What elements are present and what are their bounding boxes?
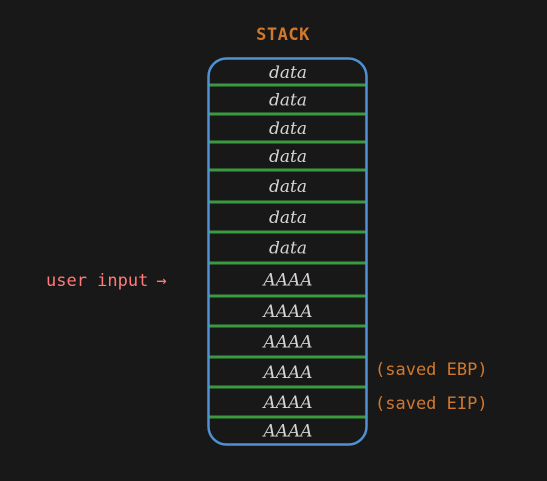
stack-title: STACK	[256, 25, 310, 45]
stack-cell: data	[269, 147, 307, 167]
user-input-text: user input	[46, 271, 149, 291]
stack-cell: AAAA	[261, 302, 312, 322]
saved-ebp-label: (saved EBP)	[375, 360, 488, 380]
stack-cell: data	[269, 177, 307, 197]
stack-cell: AAAA	[261, 333, 312, 353]
arrow-right-icon: →	[156, 271, 167, 291]
separator-lines	[209, 83, 366, 419]
saved-eip-label: (saved EIP)	[375, 394, 488, 414]
stack-cell: AAAA	[261, 363, 312, 383]
stack-cell: data	[269, 91, 307, 111]
stack-cell: AAAA	[261, 422, 312, 442]
stack-cell: data	[269, 239, 307, 259]
stack-cell: data	[269, 63, 307, 83]
stack-border	[207, 57, 368, 446]
user-input-label: user input →	[46, 271, 167, 291]
stack-cell: data	[269, 208, 307, 228]
stack-cell: data	[269, 119, 307, 139]
stack-cell: AAAA	[261, 393, 312, 413]
stack-cell: AAAA	[261, 271, 312, 291]
